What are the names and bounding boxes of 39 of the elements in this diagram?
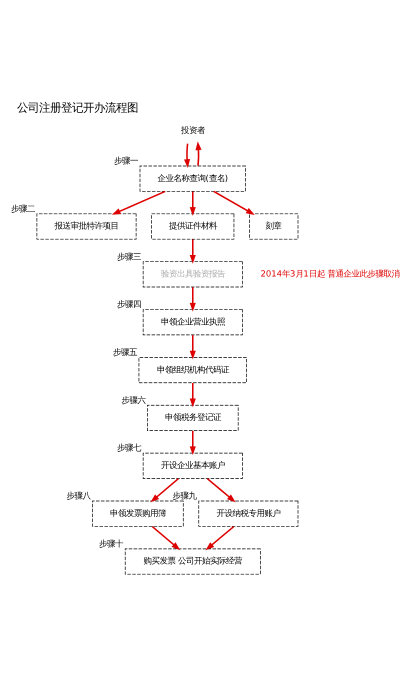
node-box: 报送审批特许项目 xyxy=(36,213,136,240)
node-label: 步骤七 xyxy=(117,442,142,453)
diagram-title: 公司注册登记开办流程图 xyxy=(17,102,138,115)
node-label: 步骤四 xyxy=(117,299,142,310)
node-box: 申领税务登记证 xyxy=(147,404,239,431)
arrow xyxy=(190,192,196,216)
node-box: 开设纳税专用账户 xyxy=(198,500,298,527)
arrow xyxy=(190,382,196,408)
arrow xyxy=(190,430,196,456)
node-label: 步骤一 xyxy=(114,156,138,166)
node-box: 申领组织机构代码证 xyxy=(138,357,247,384)
node-label: 步骤九 xyxy=(172,490,197,501)
arrow xyxy=(190,239,196,264)
node-box: 申领企业营业执照 xyxy=(142,309,243,336)
node-box: 验资出具验资报告 xyxy=(142,261,243,288)
arrow xyxy=(184,144,190,168)
node-label: 步骤六 xyxy=(121,394,146,405)
arrow xyxy=(206,478,236,502)
node-box: 刻章 xyxy=(249,213,298,240)
node-label: 步骤十 xyxy=(99,538,124,548)
node-box: 提供证件材料 xyxy=(151,213,234,240)
node-label: 步骤五 xyxy=(112,347,137,358)
arrow xyxy=(190,335,196,360)
node-label: 步骤八 xyxy=(66,490,90,501)
node-label: 步骤二 xyxy=(10,203,35,214)
node-label: 2014年3月1日起 普通企业此步骤取消 xyxy=(260,268,400,279)
arrow xyxy=(190,287,196,312)
arrow xyxy=(152,526,180,550)
arrow xyxy=(150,478,179,502)
arrow xyxy=(112,190,166,215)
node-box: 购买发票 公司开始实际经营 xyxy=(124,548,261,575)
node-label: 步骤三 xyxy=(117,251,142,262)
arrow xyxy=(205,526,234,550)
node-box: 企业名称查询(查名) xyxy=(140,166,246,192)
node-box: 开设企业基本账户 xyxy=(142,452,243,479)
node-text: 投资者 xyxy=(180,124,205,135)
arrow xyxy=(195,141,202,166)
node-box: 申领发票购用簿 xyxy=(92,500,184,527)
arrow xyxy=(213,190,255,215)
